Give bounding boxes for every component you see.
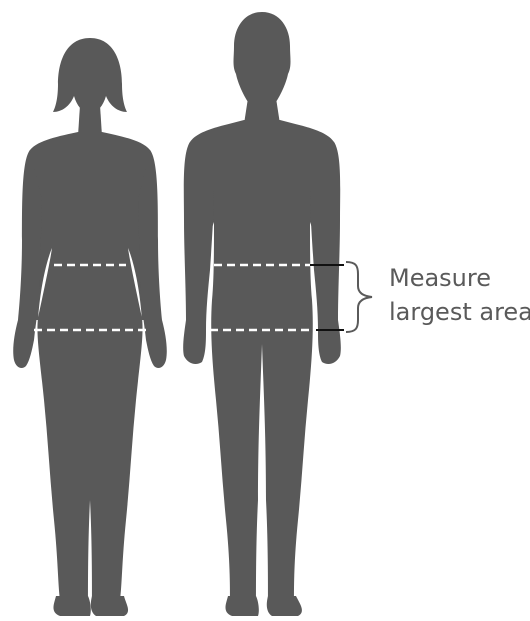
measure-label-line1: Measure (389, 264, 491, 292)
curly-brace-icon (346, 262, 372, 332)
female-silhouette (13, 38, 167, 616)
male-silhouette (183, 12, 341, 616)
measure-label-line2: largest area (389, 298, 530, 326)
